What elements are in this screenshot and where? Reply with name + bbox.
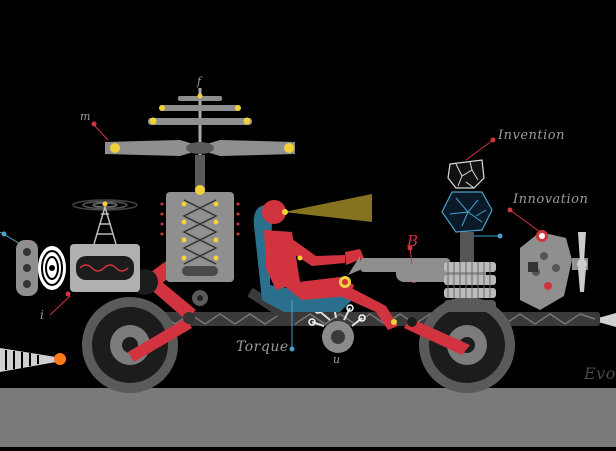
rear-engine xyxy=(507,207,588,310)
left-wheel xyxy=(82,297,178,393)
label-letter-b: B xyxy=(407,232,419,250)
shock-springs xyxy=(444,262,496,312)
left-capsule-engine xyxy=(0,231,140,316)
propeller-mast xyxy=(91,88,295,195)
seat-post xyxy=(247,287,299,327)
robot-rider xyxy=(262,200,398,330)
label-letter-u: u xyxy=(333,353,341,366)
headlight-beam xyxy=(284,194,372,222)
label-innovation: Innovation xyxy=(513,192,589,207)
right-red-linkage xyxy=(404,317,470,355)
chassis-chain xyxy=(140,312,600,326)
radio-tower xyxy=(72,199,138,245)
ground xyxy=(0,388,616,447)
label-letter-i: i xyxy=(40,308,45,322)
label-evolution: Evol xyxy=(584,364,616,383)
invention-structure xyxy=(441,137,503,262)
engine-block xyxy=(160,185,240,306)
label-torque: Torque xyxy=(236,339,289,355)
label-letter-m: m xyxy=(80,110,91,123)
left-drill-beam xyxy=(0,348,66,372)
torque-pointer-dot xyxy=(289,346,295,352)
label-letter-f: f xyxy=(197,75,202,88)
label-invention: Invention xyxy=(498,128,565,143)
